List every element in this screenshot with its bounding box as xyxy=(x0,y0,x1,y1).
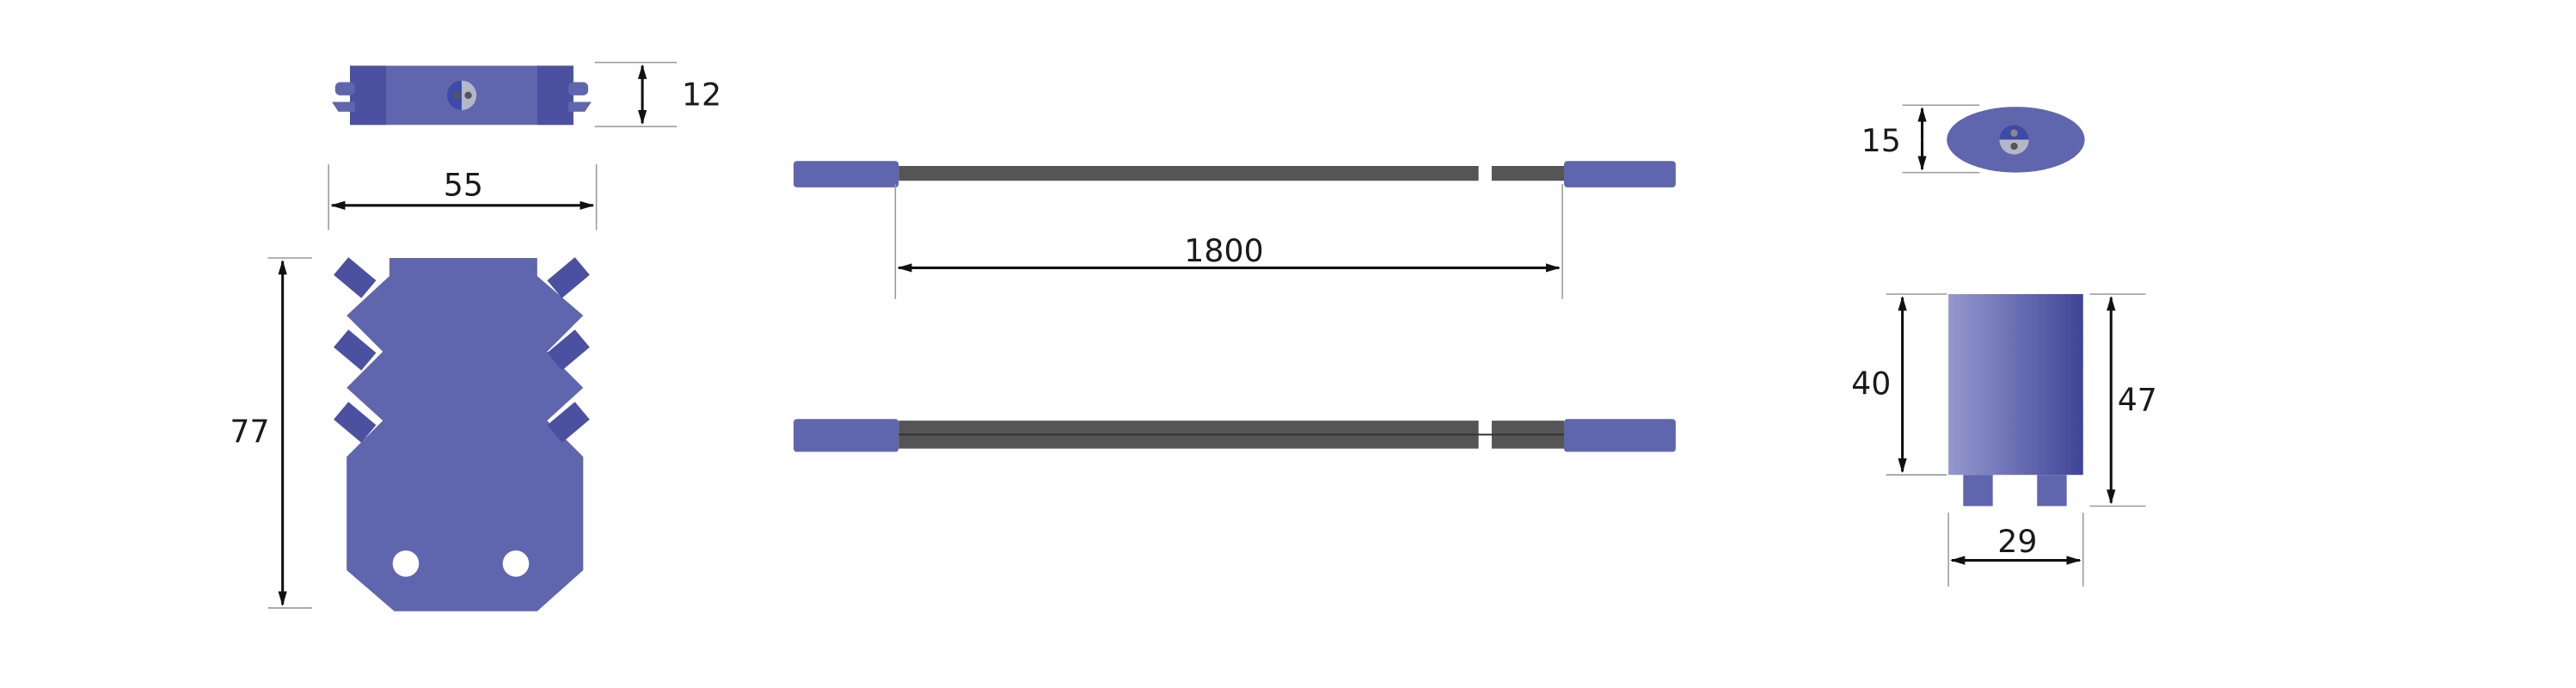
dimension-label: 40 xyxy=(1851,366,1891,402)
end-cap-side-view xyxy=(1948,294,2083,507)
extension-cable-side xyxy=(793,419,1676,452)
dimension-label: 1800 xyxy=(1184,232,1263,269)
dimension-height-top: 12 xyxy=(594,61,721,127)
dimension-total-height: 47 xyxy=(2089,293,2157,507)
distributor-top-view xyxy=(331,65,592,126)
extension-cable-top xyxy=(793,161,1676,187)
dimension-cap-width: 29 xyxy=(1947,513,2084,587)
dimension-label: 77 xyxy=(230,413,269,450)
dimension-label: 55 xyxy=(444,166,483,203)
dimension-length: 77 xyxy=(230,257,313,609)
dimension-thickness: 15 xyxy=(1861,104,1980,174)
mounting-hole xyxy=(502,550,530,577)
dimension-cable-length: 1800 xyxy=(894,183,1563,299)
distributor-plan-view xyxy=(334,257,590,611)
dimension-label: 12 xyxy=(682,76,721,113)
dimension-label: 15 xyxy=(1861,122,1901,159)
dimension-body-height: 40 xyxy=(1851,293,1947,476)
dimension-label: 29 xyxy=(1997,523,2037,560)
end-cap-top-view xyxy=(1947,107,2085,173)
dimension-width: 55 xyxy=(328,164,598,230)
dimension-label: 47 xyxy=(2118,382,2157,419)
mounting-hole xyxy=(392,550,420,577)
